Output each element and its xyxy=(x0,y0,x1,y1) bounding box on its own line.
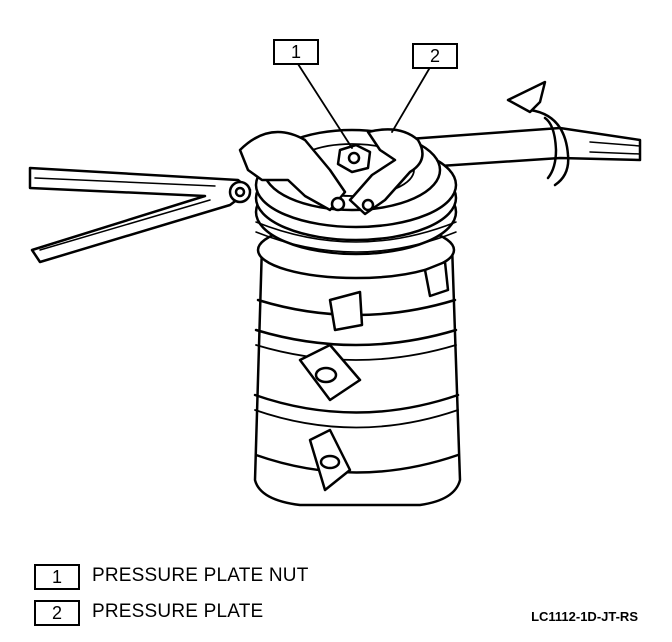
compressor-clutch-illustration xyxy=(28,63,642,507)
holding-tool xyxy=(28,166,252,264)
callout-box-2: 2 xyxy=(412,43,458,69)
legend-label: PRESSURE PLATE xyxy=(92,601,264,622)
compressor-body xyxy=(253,220,462,507)
legend-number: 1 xyxy=(34,564,80,590)
holding-tool-head xyxy=(228,130,347,212)
legend-label: PRESSURE PLATE NUT xyxy=(92,565,309,586)
callout-2-leader xyxy=(391,63,433,133)
figure-code: LC1112-1D-JT-RS xyxy=(531,609,638,624)
legend-number: 2 xyxy=(34,600,80,626)
curved-rotation-arrow-icon xyxy=(506,80,570,187)
pressure-plate-nut xyxy=(336,143,372,174)
callout-box-1: 1 xyxy=(273,39,319,65)
callout-1-leader xyxy=(297,63,353,149)
